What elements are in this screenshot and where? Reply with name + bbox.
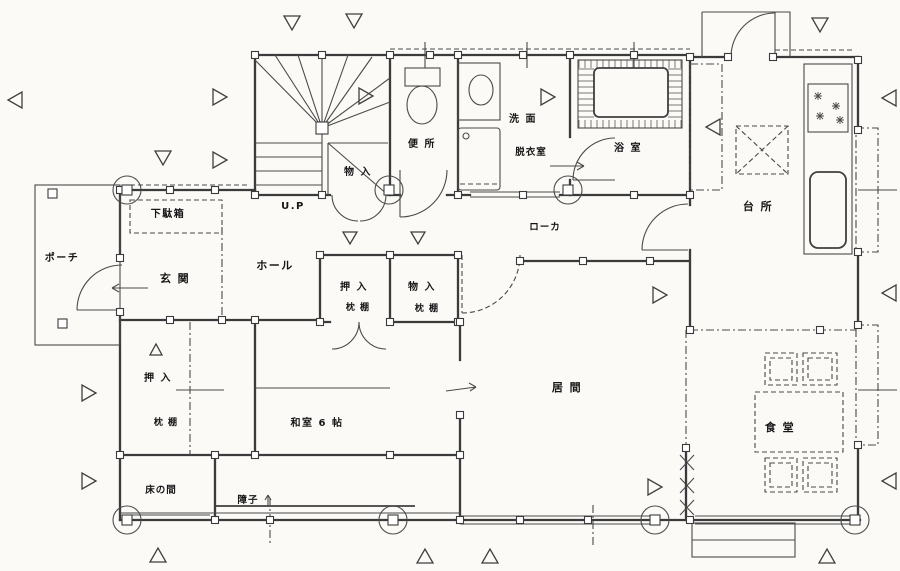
room-label-closet-center: 押 入 xyxy=(340,280,368,293)
bath-door xyxy=(572,137,616,181)
room-label-corridor: ローカ xyxy=(529,222,561,233)
room-label-living: 居 間 xyxy=(552,381,582,394)
room-label-washroom: 洗 面 xyxy=(509,112,537,125)
kitchen-counter xyxy=(689,63,853,255)
getabako-cabinet xyxy=(129,199,223,234)
direction-arrows xyxy=(111,161,585,507)
staircase xyxy=(254,54,391,196)
room-label-genkan: 玄 関 xyxy=(160,271,190,285)
room-label-tokonoma: 床の間 xyxy=(145,484,177,496)
entrance-door xyxy=(76,264,123,311)
washing-machine xyxy=(457,127,501,191)
stove-burner-marks xyxy=(814,92,844,124)
circled-corner-posts xyxy=(112,175,870,535)
stairs-up-label: U.P xyxy=(281,201,305,212)
label-shoji: 障子 xyxy=(237,494,258,506)
understair-storage-doors xyxy=(331,194,387,222)
room-label-dressing: 脱衣室 xyxy=(515,146,547,158)
label-closet-left-shelf: 枕 棚 xyxy=(154,416,178,428)
grid-marker-triangles xyxy=(6,13,897,564)
dining-table xyxy=(754,391,844,453)
living-corridor-door xyxy=(461,254,521,314)
back-door xyxy=(730,12,776,58)
doors xyxy=(76,12,776,507)
room-labels: ポーチ 下駄箱 玄 関 ホール U.P 物 入 便 所 洗 面 脱衣室 浴 室 … xyxy=(45,112,795,506)
exterior-and-interior-walls xyxy=(118,53,862,522)
room-label-bath: 浴 室 xyxy=(614,141,642,154)
stair-newel-post xyxy=(315,121,329,135)
room-label-kitchen: 台 所 xyxy=(743,199,773,213)
kitchen-corridor-door xyxy=(641,203,689,251)
room-label-dining: 食 堂 xyxy=(765,420,795,434)
stove xyxy=(807,83,849,133)
room-label-storage-center: 物 入 xyxy=(408,280,436,293)
kitchen-cupboard xyxy=(689,63,723,191)
room-label-closet-left: 押 入 xyxy=(144,371,172,384)
toilet-fixture xyxy=(404,67,441,125)
dining-furniture xyxy=(754,352,844,493)
plumbing-fixtures xyxy=(404,59,853,255)
toilet-door xyxy=(399,169,448,218)
room-label-stair-storage: 物 入 xyxy=(344,165,372,178)
room-label-washitsu: 和室 6 帖 xyxy=(290,416,344,429)
washitsu-double-doors xyxy=(331,321,387,350)
kitchen-sink xyxy=(809,171,847,249)
washbasin-fixture xyxy=(457,62,501,121)
dining-bay-window xyxy=(855,324,879,446)
structural-posts xyxy=(47,50,863,525)
kitchen-table xyxy=(735,125,789,175)
room-label-toilet: 便 所 xyxy=(408,137,436,150)
label-closet-center-shelf: 枕 棚 xyxy=(346,301,370,313)
label-storage-center-shelf: 枕 棚 xyxy=(415,302,439,314)
room-label-getabako: 下駄箱 xyxy=(151,207,186,220)
room-label-hall: ホール xyxy=(256,259,294,272)
understair-storage xyxy=(327,142,389,196)
porch-outline xyxy=(34,184,121,346)
room-label-porch: ポーチ xyxy=(45,251,80,264)
bathtub xyxy=(577,59,683,129)
